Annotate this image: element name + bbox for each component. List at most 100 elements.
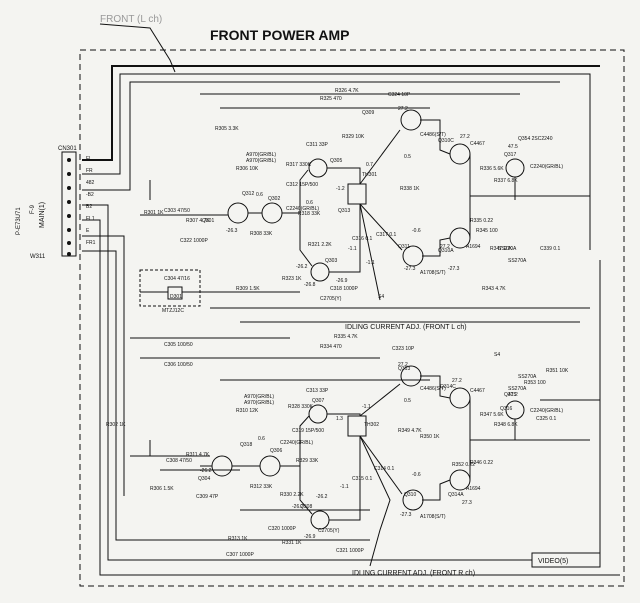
connector-side-label: F-9: [30, 204, 36, 214]
voltage-label: 0.6: [306, 200, 313, 206]
part-label: Q310C: [438, 138, 454, 144]
part-label: C324 10P: [388, 92, 411, 98]
adj-leader-line: [359, 435, 391, 567]
part-label: R329 10K: [342, 134, 365, 140]
part-label: C305 100/50: [164, 342, 193, 348]
part-label: R328 330K: [288, 404, 314, 410]
part-label: Q354 2SC2240: [518, 136, 553, 142]
part-label: R306 1.5K: [150, 486, 174, 492]
part-label: R321 2.2K: [308, 242, 332, 248]
part-label: C325 0.1: [536, 416, 557, 422]
part-label: R308 33K: [250, 231, 273, 237]
part-label: R347 10K: [490, 246, 513, 252]
part-label: SS270A: [508, 258, 527, 264]
part-label: Q312: [242, 191, 254, 197]
voltage-label: 27.2: [460, 134, 470, 140]
connector-side-label: MAIN(1): [39, 202, 46, 228]
adj-leader-line: [359, 203, 381, 301]
part-label: R346 0.22: [470, 460, 493, 466]
part-label: Q304: [198, 476, 210, 482]
part-label: Q305: [330, 158, 342, 164]
part-label: Q307: [312, 398, 324, 404]
part-label: R312 33K: [250, 484, 273, 490]
part-label: C309 47P: [196, 494, 219, 500]
part-label: A970(GR/BL): [244, 400, 274, 406]
connector-pin: B2: [86, 204, 92, 210]
part-label: R302 1K: [106, 422, 126, 428]
part-label: C319 15P/500: [292, 428, 324, 434]
part-label: R310 12K: [236, 408, 259, 414]
voltage-label: -27.3: [404, 266, 416, 272]
part-label: R317 330K: [286, 162, 312, 168]
part-label: C306 100/50: [164, 362, 193, 368]
connector-cn301: CN301 FL FR 482 -B2 B2 FL1 E FR1 P-E73U7…: [16, 146, 96, 260]
transistor-symbol: [449, 387, 471, 409]
idling-adj-right-label: IDLING CURRENT ADJ. (FRONT R ch): [352, 570, 475, 577]
connector-pin: FL: [86, 156, 92, 162]
transistor-symbol: [211, 455, 233, 477]
part-label: Q316: [500, 406, 512, 412]
part-label: S4: [378, 294, 384, 300]
connector-side-label: W311: [30, 254, 46, 260]
voltage-label: 0.5: [404, 154, 411, 160]
part-label: Q308: [300, 504, 312, 510]
idling-pot: [347, 183, 367, 205]
voltage-label: -27.3: [400, 512, 412, 518]
transistor-symbol: [310, 510, 330, 530]
transistor-symbol: [505, 158, 525, 178]
part-label: C4467: [470, 141, 485, 147]
connector-pin: FL1: [86, 216, 95, 222]
voltage-label: 0.6: [258, 436, 265, 442]
voltage-label: 47.5: [508, 144, 518, 150]
part-label: R347 5.6K: [480, 412, 504, 418]
part-label: R305 3.3K: [215, 126, 239, 132]
part-label: R306 10K: [236, 166, 259, 172]
part-label: TH301: [362, 172, 377, 178]
part-label: C312 15P/500: [286, 182, 318, 188]
part-label: C314 0.1: [374, 466, 395, 472]
part-label: C339 0.1: [540, 246, 561, 252]
transistor-symbol: [259, 455, 281, 477]
transistor-symbol: [308, 158, 328, 178]
part-label: R301 1K: [144, 210, 164, 216]
part-label: A1708(S/T): [420, 514, 446, 520]
part-label: C2705(Y): [320, 296, 342, 302]
part-label: R348 6.8K: [494, 422, 518, 428]
part-label: R334 470: [320, 344, 342, 350]
part-label: C304 47/16: [164, 276, 190, 282]
part-label: Q313: [338, 208, 350, 214]
part-label: R350 1K: [420, 434, 440, 440]
part-label: C308 47/50: [166, 458, 192, 464]
transistor-symbol: [449, 143, 471, 165]
part-label: R307 4.7K: [186, 218, 210, 224]
voltage-label: -0.6: [412, 228, 421, 234]
part-label: Q318: [240, 442, 252, 448]
voltage-label: -26.2: [316, 494, 328, 500]
part-label: Q310A: [438, 248, 454, 254]
part-label: R331 1K: [282, 540, 302, 546]
voltage-label: -26.9: [336, 278, 348, 284]
part-label: C316 0.1: [352, 236, 373, 242]
part-label: R343 4.7K: [482, 286, 506, 292]
connector-pin: -B2: [86, 192, 94, 198]
idling-adj-left-label: IDLING CURRENT ADJ. (FRONT L ch): [345, 324, 467, 331]
bottom-channel: Q304 Q306 Q307 Q308 Q310 Q313 Q314C Q314…: [106, 334, 590, 558]
connector-ref: CN301: [58, 146, 77, 152]
part-label: Q314A: [448, 492, 464, 498]
part-label: R311 4.7K: [186, 452, 210, 458]
voltage-label: -27.3: [448, 266, 460, 272]
voltage-label: 27.2: [452, 378, 462, 384]
voltage-label: -0.6: [412, 472, 421, 478]
part-label: C2240(GR/BL): [280, 440, 313, 446]
part-label: C2240(GR/BL): [286, 206, 319, 212]
part-label: R337 6.8K: [494, 178, 518, 184]
part-label: R352 0.22: [452, 462, 475, 468]
voltage-label: -26.8: [304, 282, 316, 288]
transistor-symbol: [400, 109, 422, 131]
part-label: C4486(S/T): [420, 132, 446, 138]
part-label: C307 1000P: [226, 552, 254, 558]
part-label: R329 33K: [296, 458, 319, 464]
part-label: C323 10P: [392, 346, 415, 352]
part-label: C317 0.1: [376, 232, 397, 238]
